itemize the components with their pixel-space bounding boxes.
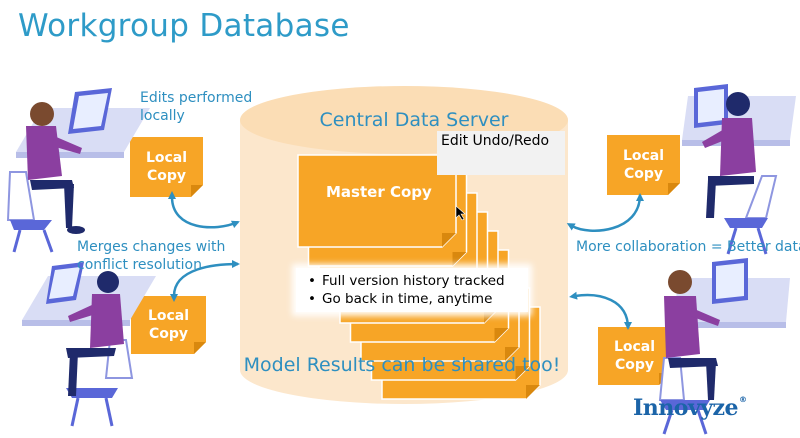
workstation-illustration [6,88,150,253]
local-copy-box-top-right [607,135,680,195]
copy-version-fold [526,385,540,399]
curved-arrow [170,260,240,302]
workstation-illustration [22,262,156,427]
curved-arrow [168,191,240,229]
copy-version-fold [494,328,509,342]
curved-arrow [566,193,644,232]
page-title: Workgroup Database [18,8,350,44]
curved-arrow [569,291,632,330]
workstation-illustration [658,258,790,435]
merges-note: Merges changes with conflict resolution [77,239,226,273]
undo-redo-panel [437,131,565,175]
cursor-icon [455,205,466,221]
collaboration-note: More collaboration = Better data [576,239,800,255]
copy-version-fold [452,252,467,266]
bullet-item: •Go back in time, anytime [308,291,493,307]
copy-version-fold [442,233,456,247]
copy-version-fold [505,347,519,361]
copy-version-fold [484,309,498,323]
copy-version-fold [515,366,530,380]
master-copy-label: Master Copy [326,183,432,201]
workstation-illustration [682,84,796,255]
server-title: Central Data Server [319,109,509,131]
curved-arrows [168,191,644,330]
copy-version-sheet [297,154,457,248]
undo-redo-label: Edit Undo/Redo [441,133,550,149]
version-history-bullets: •Full version history tracked •Go back i… [296,268,528,312]
local-copy-box-bottom-left [131,296,206,354]
model-results-caption: Model Results can be shared too! [243,354,561,376]
edits-note: Edits performed locally [140,90,253,124]
innovyze-logo: Innovyze® [633,395,747,421]
bullet-item: •Full version history tracked [308,273,505,289]
